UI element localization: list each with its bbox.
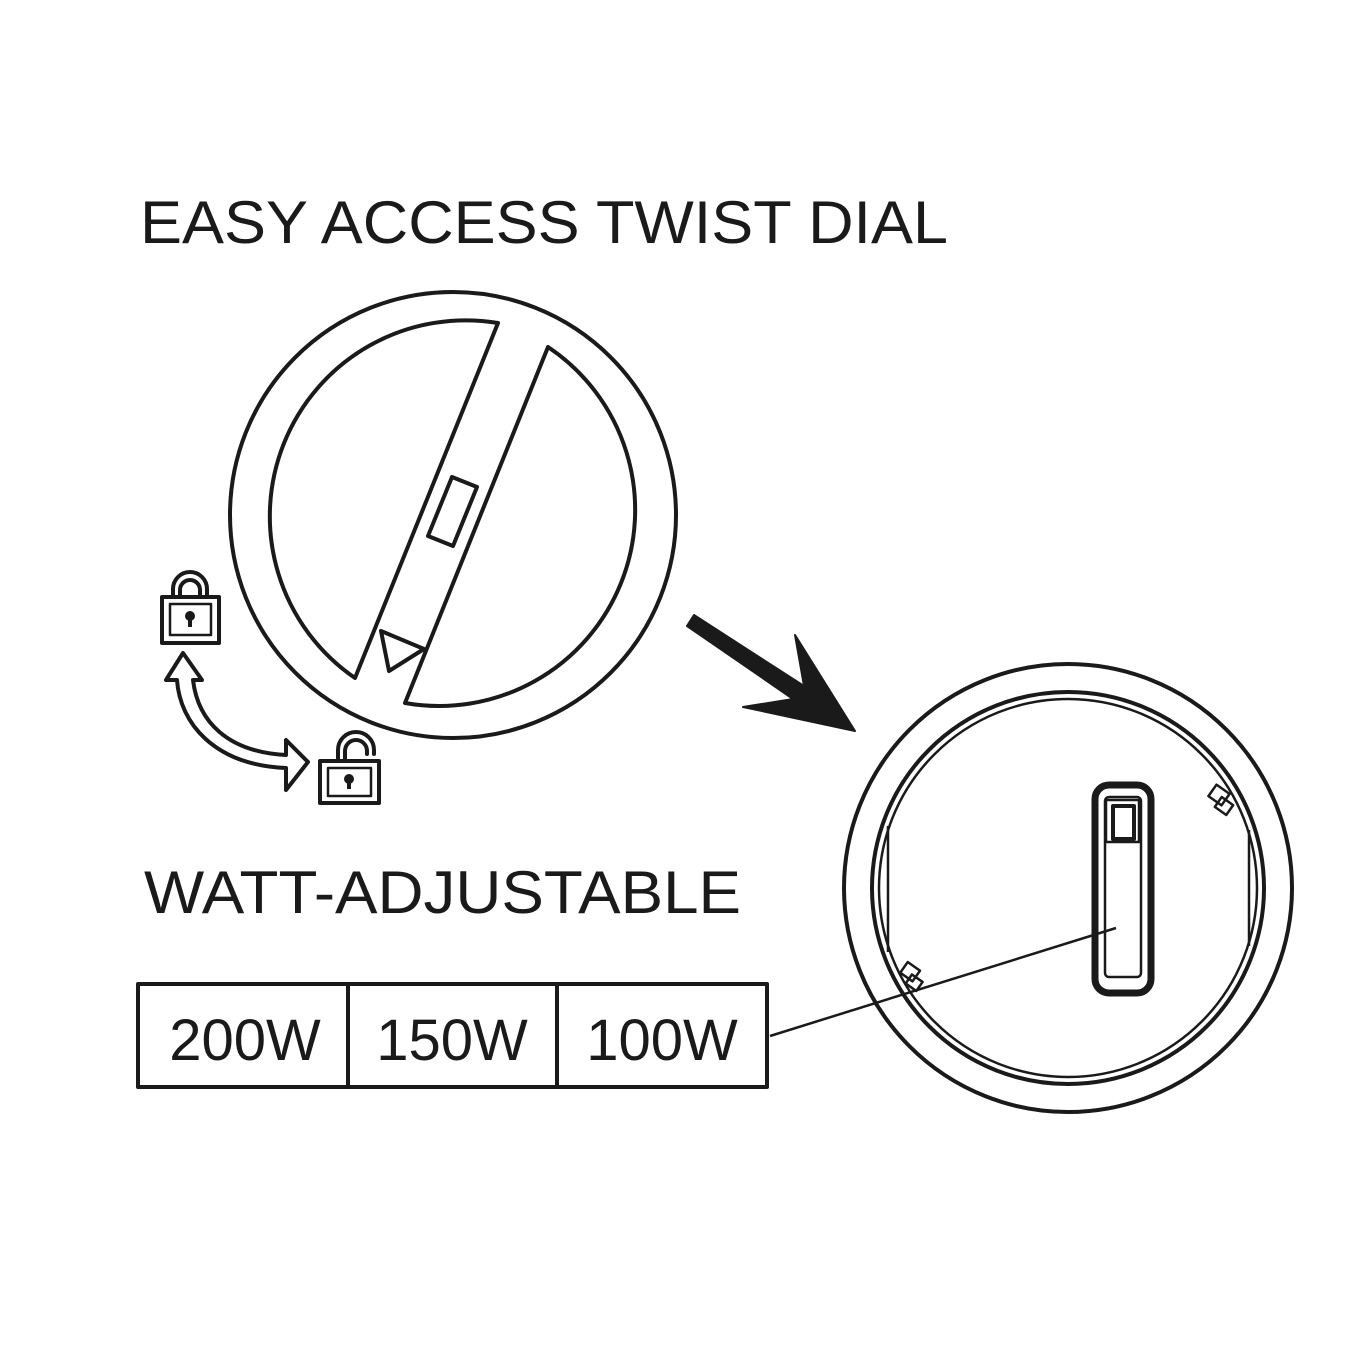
dial-triangle-indicator-icon [379, 629, 426, 673]
back-inner-ring [870, 690, 1266, 1086]
twist-dial-heading: EASY ACCESS TWIST DIAL [140, 189, 948, 256]
wattage-switch-slider [1111, 804, 1136, 841]
arrow-right-down-icon [686, 614, 856, 732]
back-outer-ring [842, 662, 1294, 1114]
back-clip-top-right [1207, 783, 1235, 817]
back-inner-ring-edge [877, 697, 1259, 1079]
curved-double-arrow-icon [164, 651, 310, 792]
wattage-table: 200W 150W 100W [136, 982, 769, 1089]
twist-dial-front-view [228, 290, 678, 740]
wattage-option-100w: 100W [586, 1008, 738, 1073]
dial-inner-face-right [403, 345, 638, 708]
wattage-option-200w: 200W [169, 1008, 321, 1073]
back-clip-bottom-left [899, 960, 924, 993]
lock-open-icon [318, 730, 381, 805]
wattage-switch [1091, 781, 1155, 997]
dial-back-view [842, 662, 1294, 1114]
dial-inner-face-left [267, 318, 500, 680]
leader-line [769, 926, 1117, 1038]
wattage-table-frame [136, 982, 769, 1089]
dial-slot-window [426, 475, 479, 548]
watt-adjustable-heading: WATT-ADJUSTABLE [144, 859, 741, 926]
lock-closed-icon [160, 570, 221, 645]
wattage-option-150w: 150W [376, 1008, 528, 1073]
wattage-switch-housing [1091, 781, 1155, 997]
dial-outer-ring [228, 290, 678, 740]
